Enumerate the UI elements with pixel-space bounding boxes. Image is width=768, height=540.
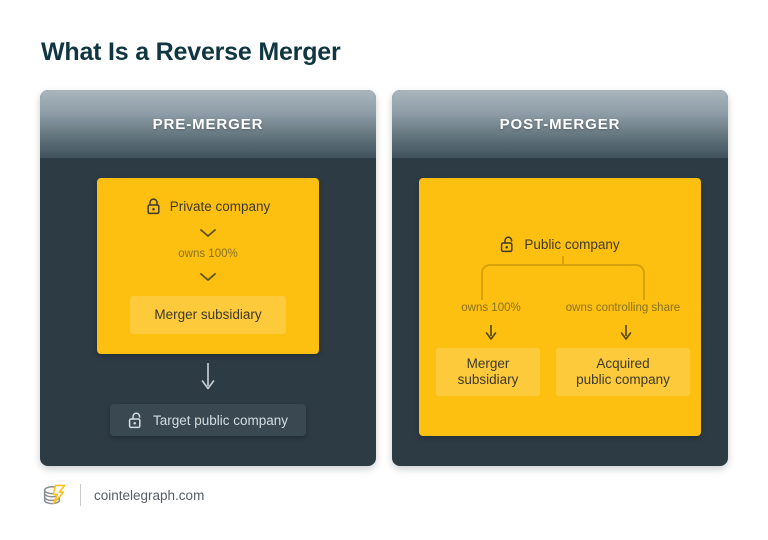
public-company-container: Public company owns 100% owns controllin… — [419, 178, 701, 436]
panel-header-label-pre-merger: PRE-MERGER — [152, 115, 264, 133]
ownership-label-owns-100: owns 100% — [178, 248, 238, 260]
merger-subsidiary-box: Merger subsidiary — [436, 348, 540, 396]
private-company-label: Private company — [169, 199, 271, 214]
merger-subsidiary-label: Merger subsidiary — [458, 356, 519, 388]
panel-pre-merger: PRE-MERGER Private company ow — [40, 90, 376, 466]
public-company-label: Public company — [524, 237, 620, 252]
footer-divider — [80, 484, 81, 506]
merger-subsidiary-label-line1: Merger — [466, 355, 510, 371]
public-company-node: Public company — [419, 236, 701, 253]
panel-post-merger: POST-MERGER Public company owns 100% own… — [392, 90, 728, 466]
ownership-label-controlling-share: owns controlling share — [565, 302, 681, 314]
chevron-down-icon-1 — [97, 226, 319, 242]
panel-body-post-merger: Public company owns 100% owns controllin… — [392, 158, 728, 466]
acquired-public-company-label-line2: public company — [576, 372, 670, 387]
branch-bracket — [481, 256, 645, 300]
acquired-public-company-label: Acquired public company — [576, 356, 670, 388]
private-company-container: Private company owns 100% Merger subsidi… — [97, 178, 319, 354]
arrow-down-icon-merger-flow — [40, 362, 376, 397]
panel-header-pre-merger: PRE-MERGER — [40, 90, 376, 158]
acquired-public-company-box: Acquired public company — [556, 348, 690, 396]
footer: cointelegraph.com — [41, 482, 204, 508]
arrow-down-icon-branch-2 — [616, 324, 636, 347]
panel-body-pre-merger: Private company owns 100% Merger subsidi… — [40, 158, 376, 466]
target-public-company-chip: Target public company — [110, 404, 306, 436]
private-company-node: Private company — [97, 198, 319, 215]
merger-subsidiary-label-line2: subsidiary — [457, 372, 519, 387]
cointelegraph-logo-icon — [41, 482, 67, 508]
panel-header-label-post-merger: POST-MERGER — [499, 115, 621, 133]
merger-subsidiary-label: Merger subsidiary — [154, 306, 262, 322]
merger-subsidiary-box: Merger subsidiary — [130, 296, 286, 334]
acquired-public-company-label-line1: Acquired — [596, 355, 650, 371]
arrow-down-icon-branch-1 — [481, 324, 501, 347]
lock-open-icon — [500, 236, 515, 253]
lock-closed-icon — [146, 198, 161, 215]
branch-bracket-stem — [562, 256, 564, 266]
page-title: What Is a Reverse Merger — [41, 38, 341, 66]
chevron-down-icon-2 — [97, 270, 319, 286]
footer-site-label: cointelegraph.com — [94, 487, 205, 503]
ownership-label-owns-100: owns 100% — [461, 302, 521, 314]
panel-header-post-merger: POST-MERGER — [392, 90, 728, 158]
lock-open-icon — [128, 412, 143, 429]
target-public-company-label: Target public company — [152, 412, 289, 428]
